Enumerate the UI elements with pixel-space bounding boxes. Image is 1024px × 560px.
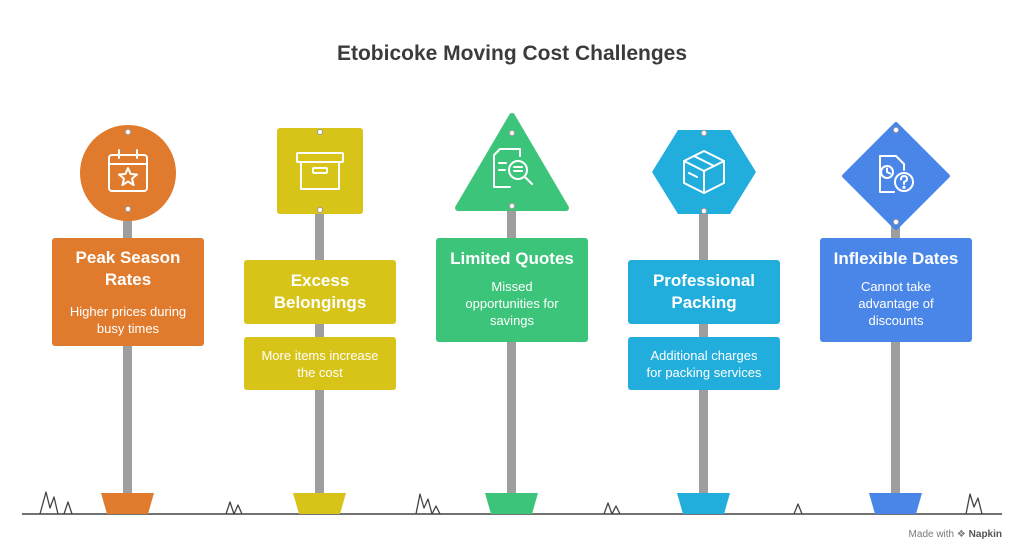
sign-description-line: Additional charges xyxy=(650,347,758,363)
sign-description-line: More items increase xyxy=(261,347,379,363)
sign-heading-line: Peak Season xyxy=(75,248,181,267)
post-base-2 xyxy=(293,493,346,514)
sign-top-circle xyxy=(80,125,176,221)
footer-brand: Napkin xyxy=(968,529,1002,540)
sign-top-square xyxy=(277,128,363,214)
sign-board-excess-belongings: Excess Belongings xyxy=(244,260,396,324)
sign-description-line: Cannot take xyxy=(860,279,932,294)
sign-board-peak-season-rates: Peak Season Rates Higher prices during b… xyxy=(52,238,204,346)
post-base-5 xyxy=(869,493,922,514)
post-base-3 xyxy=(485,493,538,514)
sign-heading-line: Rates xyxy=(104,270,152,289)
sign-board-inflexible-dates: Inflexible Dates Cannot take advantage o… xyxy=(820,238,972,342)
package-icon xyxy=(683,150,725,194)
document-search-icon xyxy=(493,148,533,188)
sign-description-line: discounts xyxy=(868,313,924,328)
post-base-1 xyxy=(101,493,154,514)
sign-description-line: savings xyxy=(489,313,535,328)
sign-heading-line: Limited Quotes xyxy=(450,249,574,268)
napkin-logo-icon: ❖ xyxy=(956,529,966,540)
storage-box-icon xyxy=(296,152,344,190)
grass-tufts xyxy=(39,491,983,515)
sign-heading-line: Belongings xyxy=(273,293,367,312)
made-with-napkin-footer: Made with ❖ Napkin xyxy=(909,529,1002,540)
post-5 xyxy=(891,220,900,495)
sign-board-professional-packing: Professional Packing xyxy=(628,260,780,324)
post-3 xyxy=(507,200,516,495)
sign-subboard-professional-packing: Additional charges for packing services xyxy=(628,337,780,390)
sign-description-line: busy times xyxy=(96,321,160,336)
sign-description-line: Higher prices during xyxy=(69,304,187,319)
sign-heading-line: Inflexible Dates xyxy=(833,249,959,268)
sign-board-limited-quotes: Limited Quotes Missed opportunities for … xyxy=(436,238,588,342)
sign-heading-line: Packing xyxy=(671,293,737,312)
sign-heading-line: Excess xyxy=(290,271,350,290)
post-base-4 xyxy=(677,493,730,514)
footer-prefix: Made with xyxy=(908,529,955,540)
sign-description-line: for packing services xyxy=(646,364,762,380)
post-1 xyxy=(123,215,132,495)
sign-description-line: advantage of xyxy=(858,296,934,311)
calendar-star-icon xyxy=(108,149,148,192)
sign-subboard-excess-belongings: More items increase the cost xyxy=(244,337,396,390)
page-title: Etobicoke Moving Cost Challenges xyxy=(336,42,688,65)
sign-description-line: Missed xyxy=(491,279,533,294)
sign-heading-line: Professional xyxy=(652,271,756,290)
sign-description-line: the cost xyxy=(297,364,343,380)
document-clock-question-icon xyxy=(879,155,914,193)
sign-description-line: opportunities for xyxy=(465,296,559,311)
